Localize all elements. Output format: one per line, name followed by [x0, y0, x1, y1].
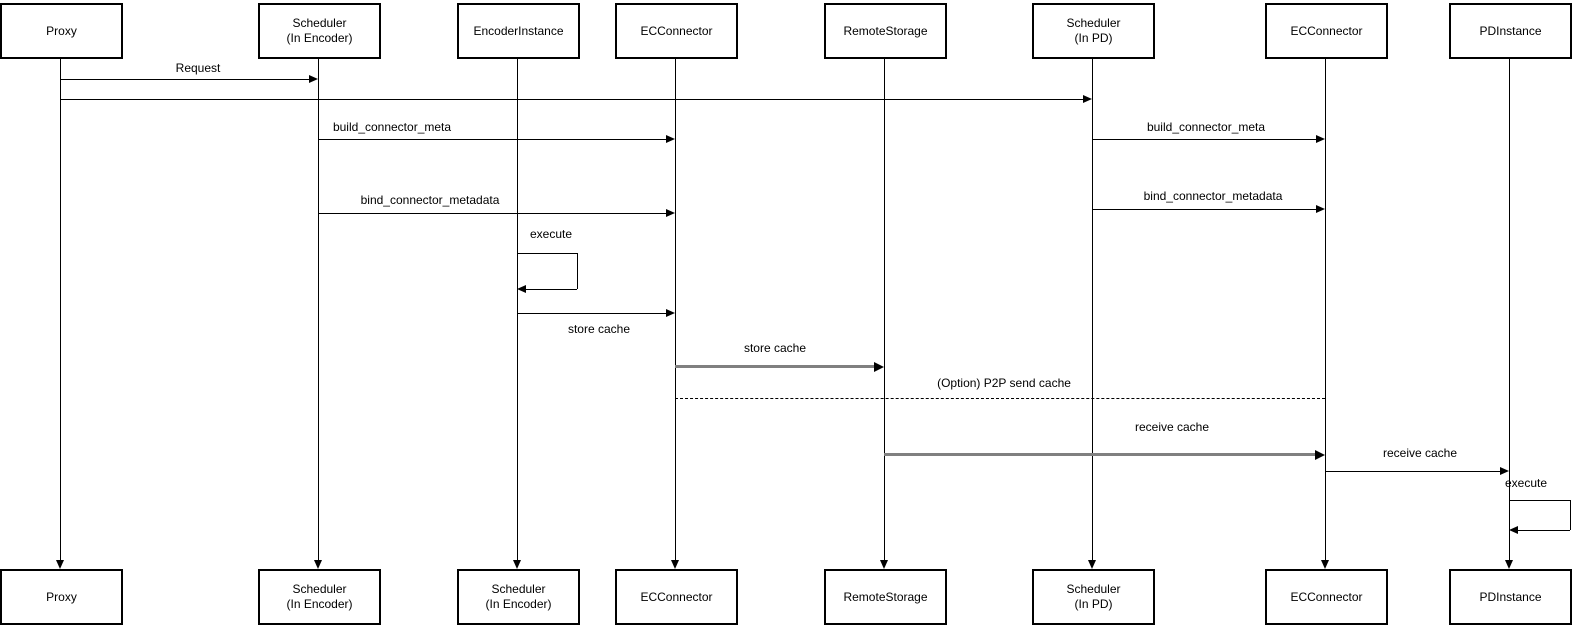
arrowhead	[517, 285, 526, 293]
self-loop-top	[517, 253, 577, 254]
lifeline-arrowhead	[1321, 560, 1329, 569]
self-loop-bottom	[526, 289, 577, 290]
lifeline-scheduler-encoder	[318, 59, 319, 560]
message-line-bind-connector-metadata-enc	[318, 213, 666, 214]
message-line-p2p-send-cache	[675, 398, 1325, 399]
arrowhead	[1509, 526, 1518, 534]
self-loop-right	[577, 253, 578, 289]
message-label-store-cache-1: store cache	[567, 322, 631, 336]
participant-bottom-proxy: Proxy	[0, 569, 123, 625]
participant-top-encoder-instance: EncoderInstance	[457, 3, 580, 59]
arrowhead	[666, 309, 675, 317]
lifeline-remote-storage	[884, 59, 885, 560]
participant-bottom-pd-instance: PDInstance	[1449, 569, 1572, 625]
message-line-bind-connector-metadata-pd	[1092, 209, 1316, 210]
lifeline-pd-instance	[1509, 59, 1510, 560]
participant-bottom-ec-connector-enc: ECConnector	[615, 569, 738, 625]
participant-top-ec-connector-pd: ECConnector	[1265, 3, 1388, 59]
participant-top-proxy: Proxy	[0, 3, 123, 59]
message-label-receive-cache-1: receive cache	[1134, 420, 1210, 434]
arrowhead	[1315, 450, 1325, 460]
participant-bottom-ec-connector-pd: ECConnector	[1265, 569, 1388, 625]
participant-bottom-remote-storage: RemoteStorage	[824, 569, 947, 625]
lifeline-arrowhead	[671, 560, 679, 569]
self-loop-top	[1509, 500, 1570, 501]
arrowhead	[1316, 205, 1325, 213]
message-label-store-cache-2: store cache	[743, 341, 807, 355]
lifeline-arrowhead	[56, 560, 64, 569]
message-line-request	[60, 79, 309, 80]
lifeline-ec-connector-enc	[675, 59, 676, 560]
participant-top-scheduler-pd: Scheduler (In PD)	[1032, 3, 1155, 59]
lifeline-arrowhead	[314, 560, 322, 569]
message-label-bind-connector-metadata-pd: bind_connector_metadata	[1143, 189, 1283, 203]
message-line-receive-cache-1	[884, 453, 1315, 456]
message-line-receive-cache-2	[1325, 471, 1500, 472]
message-label-p2p-send-cache: (Option) P2P send cache	[937, 376, 1071, 390]
lifeline-ec-connector-pd	[1325, 59, 1326, 560]
participant-top-pd-instance: PDInstance	[1449, 3, 1572, 59]
lifeline-arrowhead	[880, 560, 888, 569]
message-line-build-connector-meta-enc	[318, 139, 666, 140]
message-line-store-cache-1	[517, 313, 666, 314]
message-label-build-connector-meta-enc: build_connector_meta	[332, 120, 452, 134]
lifeline-proxy	[60, 59, 61, 560]
participant-bottom-encoder-instance: Scheduler (In Encoder)	[457, 569, 580, 625]
lifeline-encoder-instance	[517, 59, 518, 560]
message-label-execute-encoder: execute	[529, 227, 573, 241]
self-loop-bottom	[1518, 530, 1570, 531]
message-line-proxy-to-scheduler-pd	[60, 99, 1083, 100]
message-label-request: Request	[175, 61, 221, 75]
message-label-build-connector-meta-pd: build_connector_meta	[1146, 120, 1266, 134]
arrowhead	[874, 362, 884, 372]
message-line-store-cache-2	[675, 365, 874, 368]
arrowhead	[666, 135, 675, 143]
self-loop-right	[1570, 500, 1571, 530]
arrowhead	[309, 75, 318, 83]
message-label-bind-connector-metadata-enc: bind_connector_metadata	[360, 193, 500, 207]
participant-top-scheduler-encoder: Scheduler (In Encoder)	[258, 3, 381, 59]
participant-bottom-scheduler-pd: Scheduler (In PD)	[1032, 569, 1155, 625]
participant-top-remote-storage: RemoteStorage	[824, 3, 947, 59]
participant-bottom-scheduler-encoder: Scheduler (In Encoder)	[258, 569, 381, 625]
participant-top-ec-connector-enc: ECConnector	[615, 3, 738, 59]
lifeline-arrowhead	[513, 560, 521, 569]
message-line-build-connector-meta-pd	[1092, 139, 1316, 140]
arrowhead	[666, 209, 675, 217]
arrowhead	[1083, 95, 1092, 103]
message-label-execute-pd: execute	[1504, 476, 1548, 490]
arrowhead	[1500, 467, 1509, 475]
lifeline-arrowhead	[1088, 560, 1096, 569]
lifeline-scheduler-pd	[1092, 59, 1093, 560]
arrowhead	[1316, 135, 1325, 143]
message-label-receive-cache-2: receive cache	[1382, 446, 1458, 460]
lifeline-arrowhead	[1505, 560, 1513, 569]
